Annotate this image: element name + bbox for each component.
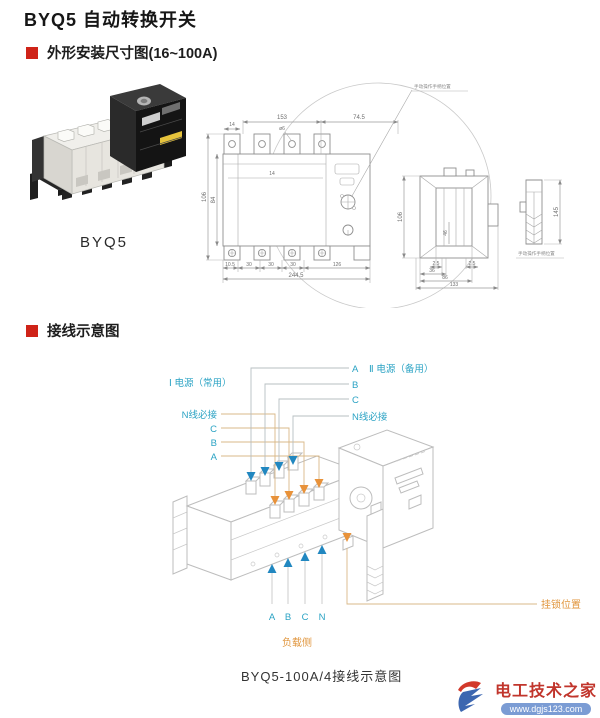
note-leader xyxy=(351,89,413,197)
dim-133: 133 xyxy=(450,282,459,288)
dim-244-5: 244.5 xyxy=(288,273,304,279)
dim-153: 153 xyxy=(277,115,288,121)
wiring-diagram: Ⅰ 电源（常用） A Ⅱ 电源（备用） B C N线必接 N线必接 C B A … xyxy=(125,358,600,663)
wiring-figure-caption: BYQ5-100A/4接线示意图 xyxy=(241,669,403,684)
product-photo-caption: BYQ5 xyxy=(79,234,129,251)
dimension-drawing-art: 153 74.5 14 ø6 106 84 14 xyxy=(202,82,564,310)
dim-14-mid: 14 xyxy=(269,171,275,177)
section-outline-header: 外形安装尺寸图(16~100A) xyxy=(26,42,217,63)
watermark-logo-icon xyxy=(457,681,483,712)
dim-46: 46 xyxy=(443,230,449,236)
power2-terminal-b: B xyxy=(352,380,358,391)
dim-126: 126 xyxy=(333,262,342,268)
load-terminal-a: A xyxy=(269,612,276,623)
load-terminal-c: C xyxy=(302,612,309,623)
power1-terminal-a: A xyxy=(211,452,218,463)
dim-36: 36 xyxy=(429,268,435,274)
load-terminal-n: N xyxy=(319,612,326,623)
front-ext-lines xyxy=(222,260,371,283)
power2-label: Ⅱ 电源（备用） xyxy=(369,363,433,375)
product-photo-art xyxy=(30,84,186,200)
front-view: 153 74.5 14 ø6 106 84 14 xyxy=(202,115,399,283)
dim-hole: ø6 xyxy=(279,126,285,132)
handle-view: 145 手动操作手柄位置 xyxy=(516,179,564,259)
front-feet xyxy=(223,245,371,261)
dim-30a: 30 xyxy=(246,262,252,268)
dim-74-5: 74.5 xyxy=(353,115,365,121)
power1-terminal-b: B xyxy=(211,438,217,449)
section-wiring-header: 接线示意图 xyxy=(26,320,120,341)
front-top-ears xyxy=(223,133,331,155)
padlock-leader xyxy=(346,548,537,605)
watermark-site-url: www.dgjs123.com xyxy=(500,703,592,715)
dim-30b: 30 xyxy=(268,262,274,268)
wiring-device-drawing xyxy=(172,429,435,602)
padlock-arrow xyxy=(342,533,352,542)
product-photo xyxy=(14,78,194,235)
watermark: 电工技术之家 www.dgjs123.com xyxy=(454,677,597,715)
drawing-note-bottom: 手动操作手柄位置 xyxy=(518,250,555,257)
section-bullet-icon xyxy=(26,46,38,59)
dim-10-5: 10.5 xyxy=(225,262,235,268)
dim-14-top: 14 xyxy=(229,122,235,128)
watermark-site-name: 电工技术之家 xyxy=(494,683,597,700)
page-title: BYQ5 自动转换开关 xyxy=(24,10,198,30)
dim-86: 86 xyxy=(442,275,448,281)
load-leaders xyxy=(271,554,323,604)
power1-terminal-c: C xyxy=(210,424,217,435)
section-bullet-icon-2 xyxy=(26,324,38,337)
front-controller-face xyxy=(334,163,360,236)
load-arrows xyxy=(267,545,327,573)
photo-controller-box xyxy=(110,84,186,172)
dim-84: 84 xyxy=(211,196,217,203)
wiring-diagram-art: Ⅰ 电源（常用） A Ⅱ 电源（备用） B C N线必接 N线必接 C B A … xyxy=(169,363,581,649)
side-view: 106 46 2.5 2.5 36 86 133 xyxy=(398,167,499,290)
section-outline-label: 外形安装尺寸图(16~100A) xyxy=(47,46,218,62)
load-terminal-b: B xyxy=(285,612,291,623)
power1-label: Ⅰ 电源（常用） xyxy=(169,377,231,389)
dim-30c: 30 xyxy=(290,262,296,268)
power2-terminal-c: C xyxy=(352,395,359,406)
section-wiring-label: 接线示意图 xyxy=(47,324,120,340)
power2-arrows xyxy=(246,456,298,481)
power1-terminal-n: N线必接 xyxy=(182,409,218,421)
power2-leaders xyxy=(250,367,349,472)
dim-106-side: 106 xyxy=(398,211,404,222)
dim-145: 145 xyxy=(554,206,560,217)
dimension-drawing: 153 74.5 14 ø6 106 84 14 xyxy=(198,76,598,313)
power2-terminal-n: N线必接 xyxy=(352,411,388,423)
power2-terminal-a: A xyxy=(352,364,359,375)
side-ext-lines xyxy=(415,226,499,290)
load-side-label: 负载侧 xyxy=(282,636,312,649)
power1-arrows xyxy=(270,479,324,505)
drawing-note-top: 手动操作手柄位置 xyxy=(414,83,451,90)
dim-106-front: 106 xyxy=(202,191,208,202)
padlock-label: 挂锁位置 xyxy=(541,598,581,611)
power1-leaders xyxy=(221,413,320,497)
terminals-front-row xyxy=(268,482,330,519)
